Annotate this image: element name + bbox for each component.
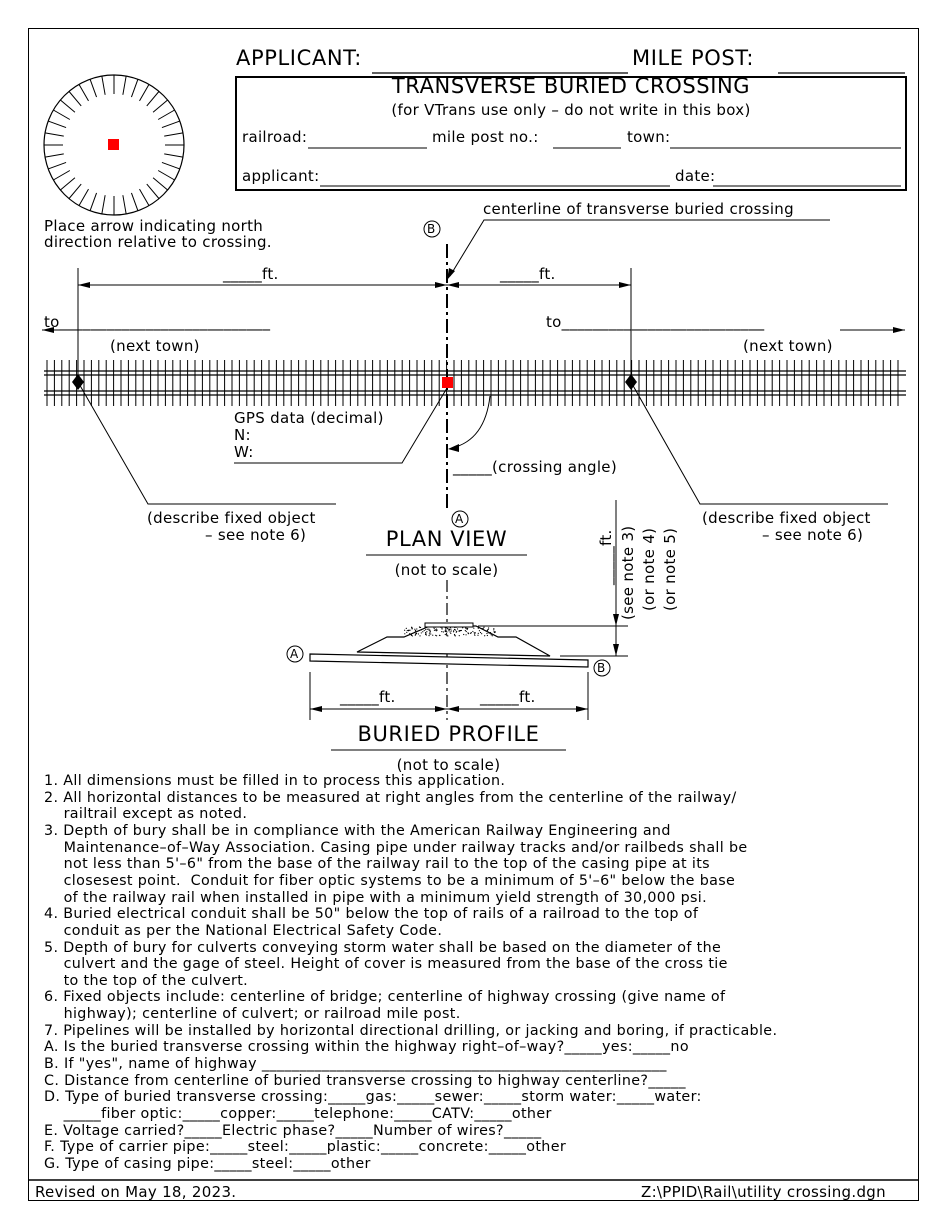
page-frame <box>28 28 919 1201</box>
note-line: conduit as per the National Electrical S… <box>44 922 443 939</box>
right-fixed-leader <box>630 381 888 505</box>
note-line: railtrail except as noted. <box>44 806 248 823</box>
centerline-label: centerline of transverse buried crossing <box>483 200 794 218</box>
profile-marker-b: B <box>597 661 606 675</box>
gps-leader <box>234 387 448 464</box>
marker-a-circle <box>451 510 469 528</box>
note-line: culvert and the gage of steel. Height of… <box>44 956 728 973</box>
north-note-1: Place arrow indicating north <box>44 217 264 235</box>
note-line: G. Type of casing pipe:_____steel:_____o… <box>44 1155 371 1172</box>
date-label: date: <box>675 167 716 185</box>
marker-b: B <box>427 222 436 236</box>
note-line: A. Is the buried transverse crossing wit… <box>44 1039 689 1056</box>
depth-ft: _____ft. <box>597 529 615 585</box>
north-note-2: direction relative to crossing. <box>44 233 272 251</box>
mile-post-no-label: mile post no.: <box>432 128 539 146</box>
file-path: Z:\PPID\Rail\utility crossing.dgn <box>641 1183 886 1201</box>
profile-dim-left: _____ft. <box>340 688 396 706</box>
note-line: 1. All dimensions must be filled in to p… <box>44 773 506 789</box>
profile-marker-a-circle <box>286 645 304 663</box>
note-line: D. Type of buried transverse crossing:__… <box>44 1089 702 1106</box>
or-note-4: (or note 4) <box>640 527 658 611</box>
dim-left: _____ft. <box>223 265 279 283</box>
casing-pipe <box>309 653 589 668</box>
fixed-left-2: – see note 6) <box>205 526 307 544</box>
town-label: town: <box>627 128 671 146</box>
note-line: C. Distance from centerline of buried tr… <box>44 1072 686 1089</box>
railroad-label: railroad: <box>242 128 308 146</box>
applicant-small-label: applicant: <box>242 167 320 185</box>
to-right: to__________________________ <box>546 313 765 331</box>
gps-title: GPS data (decimal) <box>234 409 384 427</box>
note-line: E. Voltage carried?_____Electric phase?_… <box>44 1122 542 1139</box>
revised-date: Revised on May 18, 2023. <box>35 1183 237 1201</box>
note-line: closesest point. Conduit for fiber optic… <box>44 872 736 889</box>
profile-marker-b-circle <box>593 659 611 677</box>
profile-dim-right: _____ft. <box>480 688 536 706</box>
gps-n: N: <box>234 426 251 444</box>
mile-post-label: MILE POST: <box>632 46 755 70</box>
note-line: 4. Buried electrical conduit shall be 50… <box>44 906 699 923</box>
left-fixed-leader <box>77 381 336 505</box>
fixed-right-1: (describe fixed object <box>702 509 871 527</box>
crossing-angle-arc <box>451 395 491 449</box>
marker-b-circle <box>423 220 441 238</box>
fixed-left-1: (describe fixed object <box>147 509 316 527</box>
to-left: to___________________________ <box>44 313 271 331</box>
vtrans-box <box>235 76 907 191</box>
note-line: of the railway rail when installed in pi… <box>44 889 708 906</box>
next-town-right: (next town) <box>743 337 833 355</box>
marker-a: A <box>455 512 464 526</box>
applicant-label: APPLICANT: <box>236 46 362 70</box>
box-title: TRANSVERSE BURIED CROSSING <box>391 74 751 98</box>
note-line: Maintenance–of–Way Association. Casing p… <box>44 839 748 856</box>
note-line: highway); centerline of culvert; or rail… <box>44 1006 461 1023</box>
profile-marker-a: A <box>290 647 299 661</box>
railroad-track <box>44 360 906 406</box>
fixed-right-2: – see note 6) <box>762 526 864 544</box>
note-line: 2. All horizontal distances to be measur… <box>44 789 737 806</box>
compass-center-marker <box>108 139 119 150</box>
plan-view-scale: (not to scale) <box>394 561 499 579</box>
note-line: to the top of the culvert. <box>44 972 249 989</box>
note-line: B. If "yes", name of highway ___________… <box>44 1056 667 1073</box>
note-line: F. Type of carrier pipe:_____steel:_____… <box>44 1139 567 1156</box>
see-note-3: (see note 3) <box>619 525 637 620</box>
note-line: not less than 5'–6" from the base of the… <box>44 856 710 873</box>
box-subtitle: (for VTrans use only – do not write in t… <box>391 101 751 119</box>
plan-view-title: PLAN VIEW <box>385 527 508 551</box>
note-line: 6. Fixed objects include: centerline of … <box>44 989 726 1006</box>
gps-w: W: <box>234 443 254 461</box>
profile-title: BURIED PROFILE <box>357 722 540 746</box>
centerline-leader <box>449 219 830 277</box>
crossing-angle: _____(crossing angle) <box>453 458 617 476</box>
note-line: 3. Depth of bury shall be in compliance … <box>44 822 671 839</box>
compass-rose <box>43 74 185 216</box>
gps-marker <box>442 377 453 388</box>
next-town-left: (next town) <box>110 337 200 355</box>
profile-scale: (not to scale) <box>396 756 501 774</box>
note-line: 7. Pipelines will be installed by horizo… <box>44 1022 778 1039</box>
or-note-5: (or note 5) <box>661 527 679 611</box>
note-line: _____fiber optic:_____copper:_____teleph… <box>44 1106 552 1122</box>
buried-profile-drawing <box>286 500 628 720</box>
note-line: 5. Depth of bury for culverts conveying … <box>44 939 722 956</box>
dim-right: _____ft. <box>500 265 556 283</box>
